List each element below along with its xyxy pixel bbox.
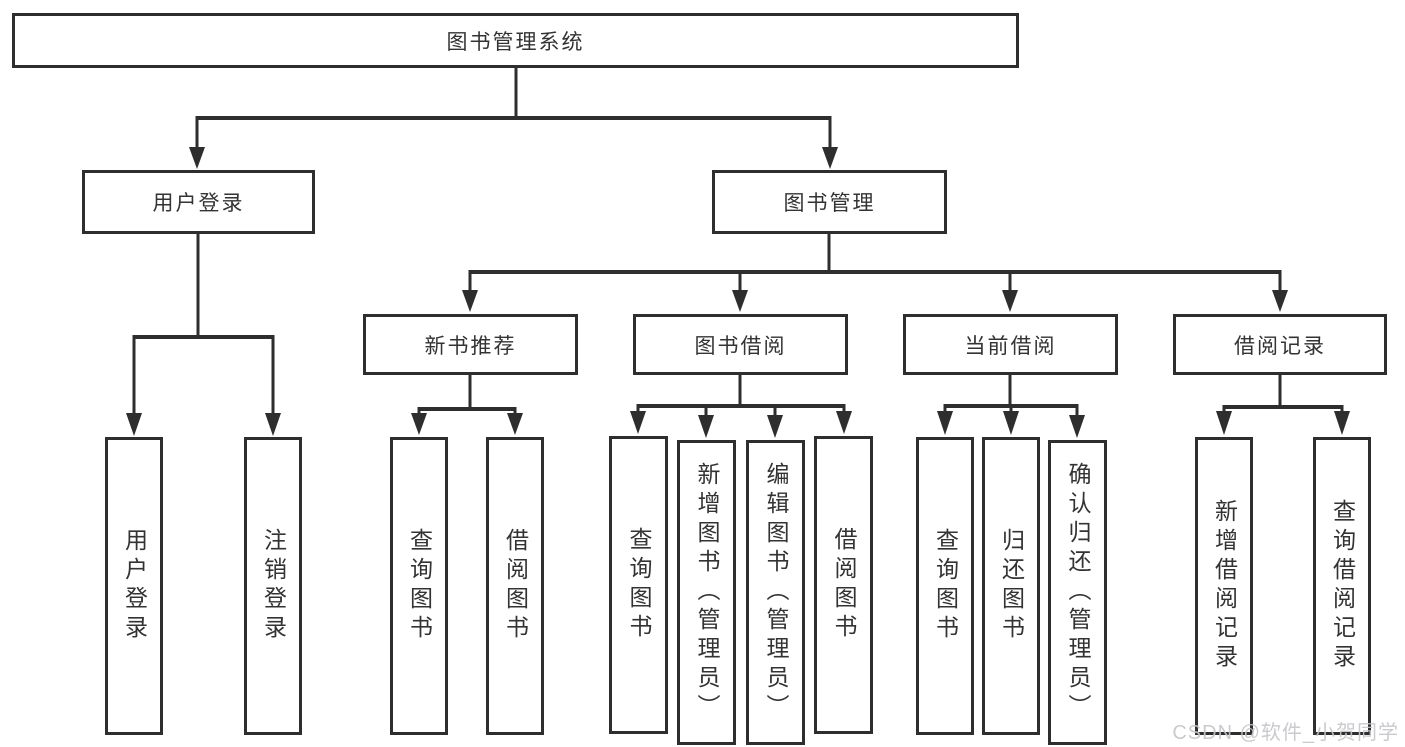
node-label: 当前借阅	[964, 334, 1057, 358]
leaf-add-books-admin: 新增图书（管理员）	[677, 440, 736, 745]
leaf-query-books-recommend: 查询图书	[390, 437, 448, 735]
node-label: 归还图书	[998, 528, 1025, 644]
leaf-confirm-return-admin: 确认归还（管理员）	[1048, 440, 1107, 745]
connector-book-management-to-level3	[462, 234, 1288, 312]
node-label: 借阅图书	[502, 528, 529, 644]
connector-current-borrow-to-leaves	[937, 375, 1085, 438]
node-new-book-recommend: 新书推荐	[363, 314, 578, 375]
node-current-borrow: 当前借阅	[903, 314, 1118, 375]
csdn-watermark: CSDN @软件_小贺同学	[1172, 722, 1399, 744]
node-label: 查询图书	[406, 528, 433, 644]
node-label: 用户登录	[152, 192, 245, 215]
leaf-edit-books-admin: 编辑图书（管理员）	[746, 440, 805, 745]
node-borrow-records: 借阅记录	[1173, 314, 1387, 375]
node-book-management: 图书管理	[712, 170, 947, 234]
leaf-query-books-borrow: 查询图书	[609, 436, 668, 734]
node-label: 查询图书	[932, 528, 959, 644]
node-label: 查询图书	[626, 527, 652, 643]
connector-borrow-records-to-leaves	[1216, 375, 1350, 435]
node-label: 用户登录	[121, 528, 148, 644]
node-label: 确认归还（管理员）	[1065, 462, 1091, 723]
node-label: 图书借阅	[694, 334, 787, 358]
node-label: 查询借阅记录	[1329, 499, 1356, 673]
node-root-system: 图书管理系统	[12, 13, 1019, 68]
node-label: 编辑图书（管理员）	[763, 462, 789, 723]
node-user-login: 用户登录	[82, 170, 315, 234]
leaf-borrow-books: 借阅图书	[814, 436, 873, 734]
leaf-query-borrow-record: 查询借阅记录	[1313, 437, 1371, 735]
leaf-borrow-books-recommend: 借阅图书	[486, 437, 544, 735]
leaf-return-books: 归还图书	[982, 437, 1040, 735]
connector-book-borrow-to-leaves	[630, 375, 852, 438]
leaf-logout: 注销登录	[244, 437, 302, 735]
node-label: 新增图书（管理员）	[694, 462, 720, 723]
node-label: 图书管理	[783, 192, 876, 215]
connector-new-book-recommend-to-leaves	[411, 375, 523, 435]
leaf-user-login: 用户登录	[105, 437, 163, 735]
node-label: 注销登录	[260, 528, 287, 644]
leaf-query-books-current: 查询图书	[916, 437, 974, 735]
node-label: 新增借阅记录	[1211, 499, 1238, 673]
node-label: 新书推荐	[424, 334, 517, 358]
leaf-add-borrow-record: 新增借阅记录	[1195, 437, 1253, 735]
node-label: 借阅记录	[1234, 334, 1326, 358]
connector-user-login-to-leaves	[126, 234, 281, 436]
node-label: 图书管理系统	[446, 30, 585, 54]
node-book-borrow: 图书借阅	[633, 314, 848, 375]
node-label: 借阅图书	[831, 527, 857, 643]
connector-root-to-level2	[189, 68, 838, 169]
